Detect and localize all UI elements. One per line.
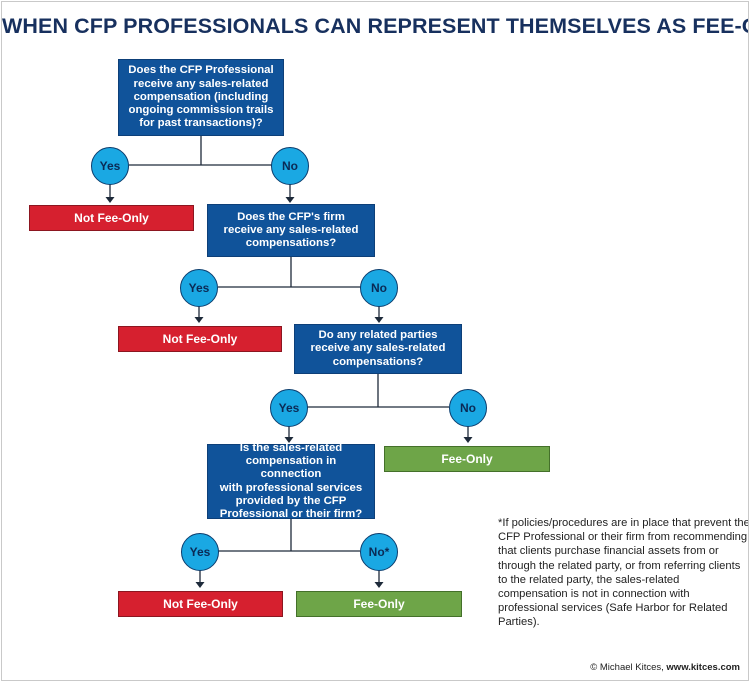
outcome-not-fee-only-3: Not Fee-Only [118,591,283,617]
answer-no-q3: No [449,389,487,427]
connector-q3 [307,374,449,408]
question-box-related-parties: Do any related parties receive any sales… [294,324,462,374]
answer-no-star-q4: No* [360,533,398,571]
outcome-fee-only-1: Fee-Only [384,446,550,472]
arrow-q3-no [463,437,473,443]
safe-harbor-footnote: *If policies/procedures are in place tha… [498,517,749,629]
arrow-q4-no [374,582,384,588]
answer-yes-q4: Yes [181,533,219,571]
arrow-q2-no [374,317,384,323]
answer-yes-q1: Yes [91,147,129,185]
question-box-professional-compensation: Does the CFP Professional receive any sa… [118,59,284,136]
answer-no-q2: No [360,269,398,307]
arrow-q3-yes [284,437,294,443]
arrow-q1-no [285,197,295,203]
connector-q2 [218,257,361,288]
answer-yes-q3: Yes [270,389,308,427]
credit-prefix: © Michael Kitces, [590,662,664,673]
outcome-fee-only-2: Fee-Only [296,591,462,617]
outcome-not-fee-only-1: Not Fee-Only [29,205,194,231]
answer-yes-q2: Yes [180,269,218,307]
connector-q1 [129,136,273,166]
credit-site-link[interactable]: www.kitces.com [666,662,740,673]
question-box-firm-compensation: Does the CFP's firm receive any sales-re… [207,204,375,257]
arrow-q4-yes [195,582,205,588]
arrow-q1-yes [105,197,115,203]
arrow-q2-yes [194,317,204,323]
outcome-not-fee-only-2: Not Fee-Only [118,326,282,352]
connector-q4 [218,519,360,552]
question-box-professional-services: Is the sales-related compensation in con… [207,442,375,520]
answer-no-q1: No [271,147,309,185]
chart-title: WHEN CFP PROFESSIONALS CAN REPRESENT THE… [2,14,749,38]
credit-line: © Michael Kitces, www.kitces.com [590,662,740,673]
